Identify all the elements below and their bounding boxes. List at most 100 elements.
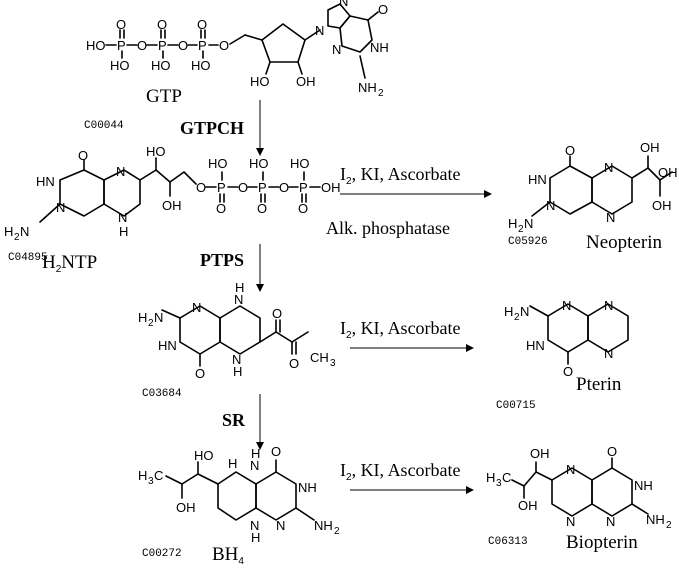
h2ntp-structure: O HN N N N H H 2 N HO OH O P HO O O P HO… — [4, 144, 341, 275]
atom-label: O — [563, 364, 573, 379]
atom-label: HO — [110, 58, 130, 73]
atom-label: H — [251, 446, 260, 461]
atom-label: OH — [518, 498, 538, 513]
enzyme-sr: SR — [222, 410, 246, 430]
atom-label: HO — [249, 156, 269, 171]
atom-label: N — [566, 514, 575, 529]
atom-label: H — [251, 530, 260, 545]
condition-phosphatase: Alk. phosphatase — [326, 218, 450, 238]
atom-label: O — [195, 366, 205, 381]
atom-label: OH — [530, 446, 550, 461]
atom-label: N — [606, 514, 615, 529]
atom-label: HO — [208, 156, 228, 171]
atom-label: N — [606, 210, 615, 225]
atom-label: 2 — [14, 232, 20, 243]
atom-label: 2 — [518, 224, 524, 235]
atom-label: 3 — [330, 358, 336, 369]
arrowhead — [256, 284, 264, 292]
arrowhead — [466, 486, 474, 494]
atom-label: 2 — [514, 312, 520, 323]
atom-label: O — [272, 306, 282, 321]
arrowhead — [484, 190, 492, 198]
atom-label: O — [607, 444, 617, 459]
atom-label: O — [257, 201, 267, 216]
atom-label: O — [178, 38, 188, 53]
atom-label: P — [299, 180, 308, 195]
atom-label: OH — [176, 500, 196, 515]
atom-label: NH — [634, 478, 653, 493]
atom-label: NH — [646, 512, 665, 527]
atom-label: NH — [370, 40, 389, 55]
atom-label: N — [118, 210, 127, 225]
atom-label: N — [192, 300, 201, 315]
atom-label: N — [154, 310, 163, 325]
enzyme-gtpch: GTPCH — [180, 118, 244, 138]
atom-label: H — [508, 216, 517, 231]
neopterin-structure: O HN N N N H 2 N OH OH OH Neopterin C059… — [508, 140, 678, 253]
atom-label: P — [217, 180, 226, 195]
atom-label: HN — [36, 174, 55, 189]
atom-label: O — [378, 2, 388, 17]
compound-id-pterin: C00715 — [496, 400, 536, 412]
atom-label: 2 — [148, 318, 154, 329]
atom-label: N — [116, 164, 125, 179]
enzyme-ptps: PTPS — [200, 250, 244, 270]
atom-label: HO — [194, 448, 214, 463]
compound-name-gtp: GTP — [146, 86, 182, 107]
atom-label: HO — [250, 74, 270, 89]
atom-label: 2 — [378, 88, 384, 99]
atom-label: O — [197, 17, 207, 32]
atom-label: OH — [296, 74, 316, 89]
atom-label: HN — [158, 338, 177, 353]
atom-label: P — [258, 180, 267, 195]
compound-name-neopterin: Neopterin — [586, 232, 662, 253]
atom-label: N — [250, 458, 259, 473]
atom-label: H — [233, 364, 242, 379]
compound-name-h2ntp: H2NTP — [42, 252, 97, 275]
atom-label: 3 — [496, 478, 502, 489]
atom-label: N — [524, 216, 533, 231]
atom-label: HO — [151, 58, 171, 73]
atom-label: OH — [162, 198, 182, 213]
atom-label: H — [235, 280, 244, 295]
atom-label: O — [238, 180, 248, 195]
atom-label: N — [276, 518, 285, 533]
atom-label: N — [546, 198, 555, 213]
atom-label: O — [279, 180, 289, 195]
atom-label: O — [78, 148, 88, 163]
pterin-structure: H 2 N N N HN N O Pterin C00715 — [496, 298, 629, 412]
arrowhead — [256, 148, 264, 156]
gtp-structure: HO P O HO O P O HO O P O HO O HO OH — [84, 0, 389, 132]
atom-label: 2 — [334, 526, 340, 537]
atom-label: O — [219, 38, 229, 53]
atom-label: O — [289, 356, 299, 371]
atom-label: O — [271, 444, 281, 459]
atom-label: O — [298, 201, 308, 216]
atom-label: OH — [652, 198, 672, 213]
atom-label: N — [20, 224, 29, 239]
atom-label: CH — [310, 350, 329, 365]
atom-label: HO — [191, 58, 211, 73]
intermediate-structure: H 2 N N HN O N H N H O O CH 3 C03684 — [138, 280, 336, 400]
atom-label: H — [119, 224, 128, 239]
arrowhead — [256, 442, 264, 450]
atom-label: N — [562, 298, 571, 313]
atom-label: P — [198, 38, 207, 53]
arrowhead — [466, 344, 474, 352]
atom-label: H — [138, 310, 147, 325]
atom-label: N — [250, 518, 259, 533]
atom-label: HO — [86, 38, 106, 53]
atom-label: N — [604, 298, 613, 313]
condition-oxidation-1: I2, KI, Ascorbate — [340, 164, 461, 187]
atom-label: HO — [146, 144, 166, 159]
condition-oxidation-3: I2, KI, Ascorbate — [340, 460, 461, 483]
atom-label: P — [117, 38, 126, 53]
atom-label: OH — [321, 180, 341, 195]
atom-label: 2 — [666, 520, 672, 531]
atom-label: OH — [640, 140, 660, 155]
atom-label: HN — [526, 338, 545, 353]
atom-label: HN — [528, 172, 547, 187]
compound-name-bh4: BH4 — [212, 544, 244, 567]
